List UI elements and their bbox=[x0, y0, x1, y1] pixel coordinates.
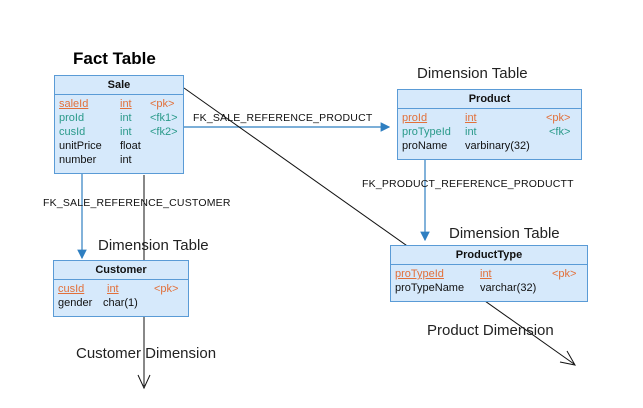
producttype-column-row: proTypeName varchar(32) bbox=[395, 282, 537, 294]
product-column-row: proName varbinary(32) bbox=[402, 140, 530, 152]
product-dimension-caption: Product Dimension bbox=[427, 322, 554, 339]
customer-column-row: gender char(1) bbox=[58, 297, 138, 309]
sale-column-row: unitPrice float bbox=[59, 140, 141, 152]
customer-dimension-caption: Customer Dimension bbox=[76, 345, 217, 362]
product-dimension-table-caption: Dimension Table bbox=[417, 65, 528, 82]
product-entity-title: Product bbox=[398, 90, 581, 109]
fk-sale-customer-label: FK_SALE_REFERENCE_CUSTOMER bbox=[43, 197, 231, 209]
customer-entity-title: Customer bbox=[54, 261, 188, 280]
customer-column-row: cusId int <pk> bbox=[58, 283, 179, 295]
product-column-row: proTypeId int <fk> bbox=[402, 126, 571, 138]
fk-product-producttype-label: FK_PRODUCT_REFERENCE_PRODUCTT bbox=[362, 178, 574, 190]
fk-sale-product-label: FK_SALE_REFERENCE_PRODUCT bbox=[193, 112, 373, 124]
producttype-entity-title: ProductType bbox=[391, 246, 587, 265]
sale-column-row: cusId int <fk2> bbox=[59, 126, 178, 138]
sale-column-row: number int bbox=[59, 154, 132, 166]
sale-column-row: proId int <fk1> bbox=[59, 112, 178, 124]
product-column-row: proId int <pk> bbox=[402, 112, 571, 124]
producttype-entity[interactable]: ProductType proTypeId int <pk> proTypeNa… bbox=[390, 245, 588, 302]
product-dimension-arrowhead bbox=[559, 350, 576, 366]
product-dimension-line bbox=[183, 87, 575, 365]
producttype-column-row: proTypeId int <pk> bbox=[395, 268, 577, 280]
sale-column-row: saleId int <pk> bbox=[59, 98, 175, 110]
product-entity[interactable]: Product proId int <pk> proTypeId int <fk… bbox=[397, 89, 582, 160]
sale-entity-title: Sale bbox=[55, 76, 183, 95]
sale-entity[interactable]: Sale saleId int <pk> proId int <fk1> cus… bbox=[54, 75, 184, 174]
customer-dimension-arrowhead bbox=[137, 374, 151, 390]
fact-table-caption: Fact Table bbox=[73, 49, 156, 68]
customer-entity[interactable]: Customer cusId int <pk> gender char(1) bbox=[53, 260, 189, 317]
producttype-dimension-table-caption: Dimension Table bbox=[449, 225, 560, 242]
customer-dimension-table-caption: Dimension Table bbox=[98, 237, 209, 254]
